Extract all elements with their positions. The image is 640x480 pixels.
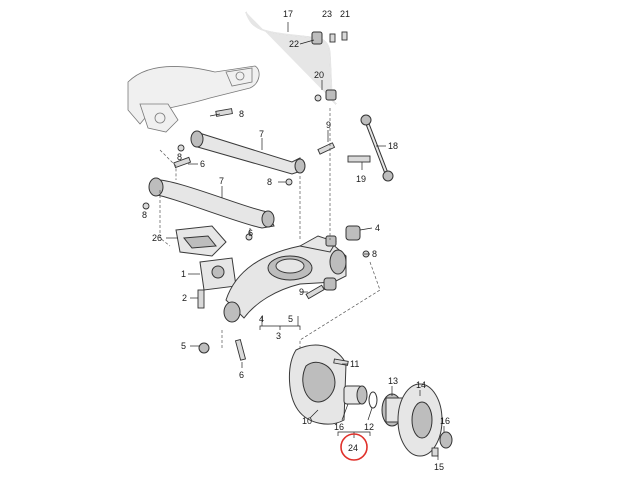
label-21: 21	[340, 9, 350, 19]
label-19: 19	[356, 174, 366, 184]
label-23: 23	[322, 9, 332, 19]
label-5: 5	[288, 314, 293, 324]
label-24: 24	[348, 443, 358, 453]
label-8: 8	[239, 109, 244, 119]
label-16: 16	[334, 422, 344, 432]
label-2: 2	[182, 293, 187, 303]
bolts	[142, 94, 439, 457]
label-18: 18	[388, 141, 398, 151]
label-26: 26	[152, 233, 162, 243]
wheel-hub	[381, 393, 405, 427]
label-9: 9	[299, 287, 304, 297]
leader-lines	[166, 22, 445, 460]
highlight-circle	[340, 433, 368, 461]
label-17: 17	[283, 9, 293, 19]
trailing-arm	[223, 235, 347, 323]
lower-track-link	[148, 177, 275, 229]
label-6: 6	[248, 228, 253, 238]
label-8: 8	[177, 152, 182, 162]
bracket	[199, 257, 237, 291]
label-9: 9	[326, 120, 331, 130]
label-8: 8	[372, 249, 377, 259]
label-10: 10	[302, 416, 312, 426]
protective-cover	[175, 225, 227, 257]
label-7: 7	[259, 129, 264, 139]
label-14: 14	[416, 380, 426, 390]
label-13: 13	[388, 376, 398, 386]
label-20: 20	[314, 70, 324, 80]
brake-backplate	[288, 344, 347, 425]
label-5: 5	[181, 341, 186, 351]
label-8: 8	[267, 177, 272, 187]
label-4: 4	[375, 223, 380, 233]
part-labels: 17 23 21 22 20 8 7 9 18 8 6 19 8 7 8 4 2…	[142, 9, 450, 472]
upper-track-link	[190, 130, 306, 175]
label-4: 4	[259, 314, 264, 324]
bar-mount-bush	[311, 31, 323, 45]
label-15: 15	[434, 462, 444, 472]
label-7: 7	[219, 176, 224, 186]
label-6: 6	[239, 370, 244, 380]
brake-disc	[397, 383, 443, 457]
subframe	[127, 65, 260, 133]
label-12: 12	[364, 422, 374, 432]
hub-cap	[439, 431, 453, 449]
label-6: 6	[200, 159, 205, 169]
label-11: 11	[350, 359, 359, 369]
wheel-bearing	[343, 385, 378, 409]
assembly-lines	[159, 108, 381, 350]
bushes	[323, 225, 361, 291]
label-3: 3	[276, 331, 281, 341]
label-8: 8	[142, 210, 147, 220]
label-22: 22	[289, 39, 299, 49]
label-1: 1	[181, 269, 186, 279]
label-16: 16	[440, 416, 450, 426]
anti-roll-bar	[245, 11, 348, 105]
